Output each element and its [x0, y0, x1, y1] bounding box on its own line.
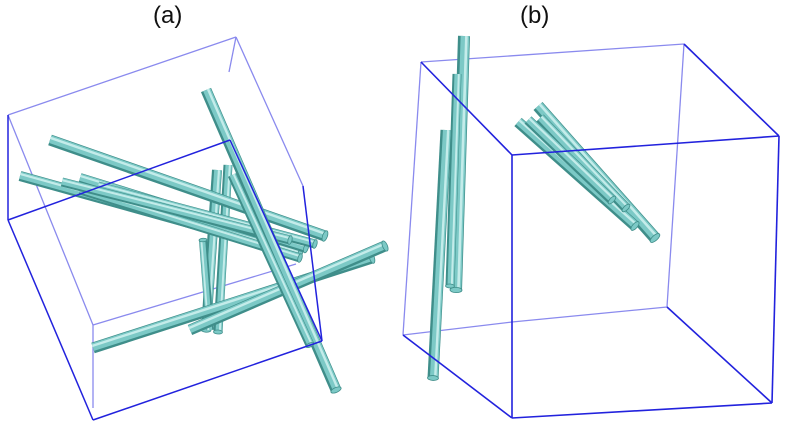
panel-a-rod-13 [227, 173, 315, 349]
panel-b-rod-2 [449, 35, 470, 294]
panel-label-a: (a) [153, 2, 183, 29]
panel-a-box-front [7, 115, 323, 421]
panel-b-rod-1 [427, 129, 452, 381]
panel-label-b: (b) [520, 2, 550, 29]
panel-a-box-back [7, 36, 304, 408]
panel-b-rod-3 [445, 73, 462, 289]
panel-b-rods [427, 35, 661, 381]
panel-b-rod-6 [536, 114, 631, 213]
panel-b-box-back [402, 43, 685, 336]
panel-a-rod-12 [200, 87, 342, 394]
panel-b-rod-5 [514, 117, 640, 231]
panel-a-rods [18, 87, 389, 394]
panel-b-rod-7 [524, 116, 617, 205]
panel-a-rod-6 [48, 134, 329, 242]
panel-b-box-front [402, 43, 780, 419]
